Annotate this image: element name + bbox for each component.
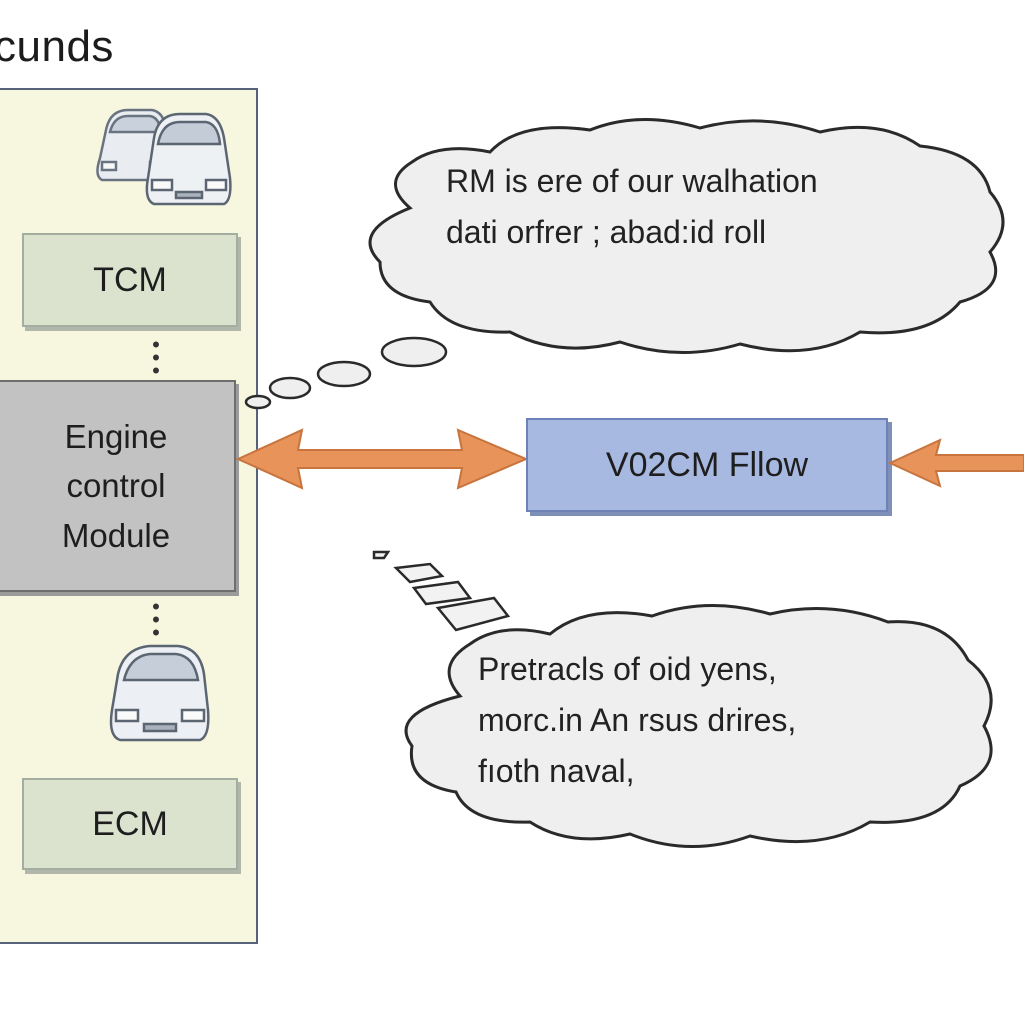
cloud-bottom-line-3: fıoth naval, bbox=[478, 753, 635, 789]
engine-label-line-3: Module bbox=[61, 516, 171, 554]
engine-label-line-2: control bbox=[66, 467, 166, 505]
diagram-heading: cunds bbox=[0, 22, 114, 71]
cloud-top-line-2: dati orfrer ; abad:id roll bbox=[446, 214, 767, 250]
ecm-module: ECM bbox=[22, 778, 238, 870]
double-arrow-icon bbox=[236, 428, 528, 490]
thought-bubble-icon bbox=[372, 550, 511, 632]
thought-cloud-top bbox=[368, 117, 1005, 354]
car-pair-icon bbox=[96, 108, 232, 206]
ecm-label: ECM bbox=[92, 804, 168, 843]
tcm-label: TCM bbox=[93, 260, 167, 299]
double-arrow-icon bbox=[888, 438, 1024, 488]
cloud-bottom-line-1: Pretracls of oid yens, bbox=[478, 651, 777, 687]
tcm-module: TCM bbox=[22, 233, 238, 327]
flow-box: V02CM Fllow bbox=[526, 418, 888, 512]
cloud-top-line-1: RM is ere of our walhation bbox=[446, 163, 818, 199]
cloud-bottom-line-2: morc.in An rsus drires, bbox=[478, 702, 797, 738]
engine-control-module: Engine control Module bbox=[0, 380, 236, 592]
flow-box-label: V02CM Fllow bbox=[605, 445, 809, 484]
connector-dots: ••• bbox=[152, 332, 160, 383]
car-icon bbox=[109, 644, 210, 742]
thought-bubble-icon bbox=[244, 336, 448, 410]
connector-dots: ••• bbox=[152, 594, 160, 645]
thought-cloud-bottom bbox=[404, 604, 993, 848]
engine-label-line-1: Engine bbox=[64, 417, 168, 455]
